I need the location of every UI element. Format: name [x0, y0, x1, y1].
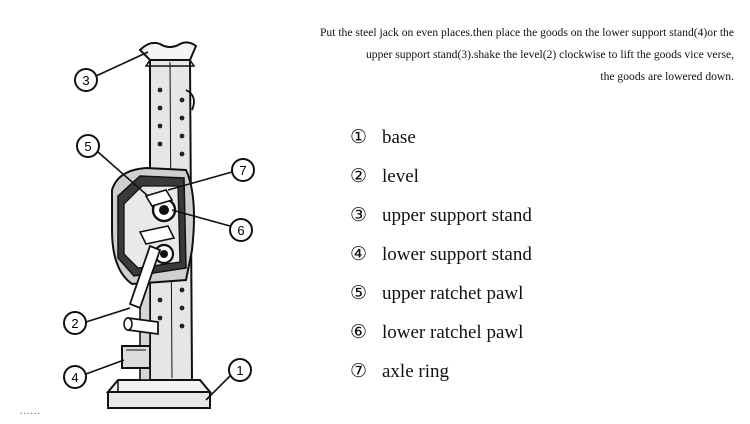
parts-legend: ① base ② level ③ upper support stand ④ l…	[350, 118, 532, 391]
svg-text:4: 4	[71, 370, 78, 385]
legend-label: lower support stand	[382, 243, 532, 265]
legend-item-lower-ratchel-pawl: ⑥ lower ratchel pawl	[350, 313, 532, 352]
legend-item-lower-support-stand: ④ lower support stand	[350, 235, 532, 274]
legend-label: lower ratchel pawl	[382, 321, 524, 343]
svg-text:1: 1	[236, 363, 243, 378]
legend-item-axle-ring: ⑦ axle ring	[350, 352, 532, 391]
instructions-text: Put the steel jack on even places.then p…	[214, 22, 734, 88]
gear-housing	[111, 166, 195, 286]
legend-label: axle ring	[382, 360, 450, 382]
legend-label: base	[382, 126, 416, 148]
instruction-line-3: the goods are lowered down.	[600, 70, 734, 83]
legend-number: ②	[350, 166, 368, 187]
legend-label: level	[382, 165, 419, 187]
instruction-line-2: upper support stand(3).shake the level(2…	[366, 48, 734, 61]
jack-base	[105, 379, 213, 409]
legend-item-level: ② level	[350, 157, 532, 196]
callout-1: 1	[228, 358, 252, 382]
jack-diagram: 3 5 7 6 2 4 1	[63, 41, 255, 409]
leader-lines	[85, 51, 233, 401]
legend-label: upper ratchet pawl	[382, 282, 524, 304]
legend-number: ③	[350, 205, 368, 226]
callout-5: 5	[76, 134, 100, 158]
legend-number: ⑥	[350, 322, 368, 343]
legend-label: upper support stand	[382, 204, 532, 226]
legend-number: ⑦	[350, 361, 368, 382]
callout-6: 6	[229, 218, 253, 242]
svg-text:7: 7	[239, 163, 246, 178]
svg-text:6: 6	[237, 223, 244, 238]
callout-7: 7	[231, 158, 255, 182]
instruction-line-1: Put the steel jack on even places.then p…	[319, 26, 734, 39]
svg-text:5: 5	[84, 139, 91, 154]
callout-3: 3	[74, 68, 98, 92]
legend-item-upper-support-stand: ③ upper support stand	[350, 196, 532, 235]
upper-support-stand	[138, 41, 198, 111]
legend-number: ⑤	[350, 283, 368, 304]
legend-number: ①	[350, 127, 368, 148]
lever-handle	[123, 244, 162, 336]
callout-2: 2	[63, 311, 87, 335]
footer-ellipsis: ......	[20, 406, 41, 417]
legend-number: ④	[350, 244, 368, 265]
svg-text:3: 3	[82, 73, 89, 88]
legend-item-base: ① base	[350, 118, 532, 157]
lower-support-stand	[121, 345, 151, 369]
svg-text:2: 2	[71, 316, 78, 331]
callout-4: 4	[63, 365, 87, 389]
legend-item-upper-ratchet-pawl: ⑤ upper ratchet pawl	[350, 274, 532, 313]
